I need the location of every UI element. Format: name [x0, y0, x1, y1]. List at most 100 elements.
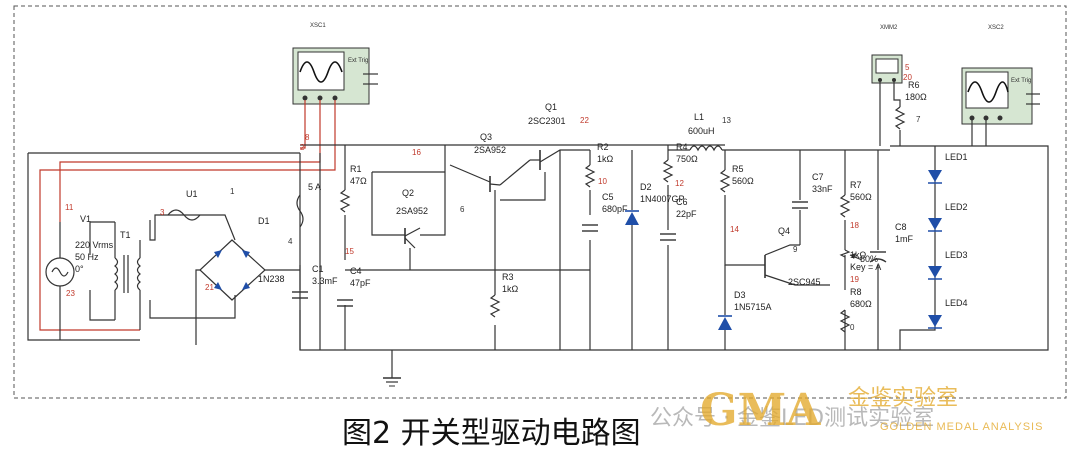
- d1-label: D1: [258, 216, 270, 226]
- q1-label: Q1: [545, 102, 557, 112]
- q2-part: 2SA952: [396, 206, 428, 216]
- c1-value: 3.3mF: [312, 276, 338, 286]
- c8-label: C8: [895, 222, 907, 232]
- zener-d3: D3 1N5715A: [718, 290, 772, 330]
- transistor-q2: Q2 2SA952: [396, 188, 428, 249]
- r3-label: R3: [502, 272, 514, 282]
- node-23: 23: [66, 289, 75, 298]
- c6-value: 22pF: [676, 209, 697, 219]
- oscilloscope-xsc1: XSC1 Ext Trig: [292, 23, 378, 105]
- inductor-l1: L1 600uH: [688, 112, 723, 152]
- node-0: 0: [850, 323, 855, 332]
- schematic-frame: [13, 5, 1067, 399]
- v1-phase: 0°: [75, 264, 84, 274]
- node-13: 13: [722, 116, 731, 125]
- node-11: 11: [65, 203, 74, 212]
- pot-percent: 50%: [860, 254, 878, 264]
- waveform-icon: [299, 61, 343, 83]
- d2-label: D2: [640, 182, 652, 192]
- transistor-q4: Q4 2SC945: [750, 226, 821, 287]
- node-numbers: 8 2 1 4 11 3 23 21 15 16 6 22 10 12 13 1…: [65, 63, 921, 332]
- fuse-rating: 5 A: [308, 182, 321, 192]
- led1-label: LED1: [945, 152, 968, 162]
- c7-value: 33nF: [812, 184, 833, 194]
- multimeter-xmm2: XMM2: [871, 25, 903, 84]
- led4-label: LED4: [945, 298, 968, 308]
- q4-label: Q4: [778, 226, 790, 236]
- capacitor-c7: C7 33nF: [792, 172, 833, 209]
- brand-name-cn: 金鉴实验室: [848, 386, 958, 411]
- node-15: 15: [345, 247, 354, 256]
- node-19: 19: [850, 275, 859, 284]
- ground-symbol: [383, 377, 401, 387]
- node-8: 8: [305, 133, 310, 142]
- v1-label: V1: [80, 214, 91, 224]
- led3-label: LED3: [945, 250, 968, 260]
- l1-value: 600uH: [688, 126, 715, 136]
- c4-value: 47pF: [350, 278, 371, 288]
- r7-value: 560Ω: [850, 192, 872, 202]
- c7-label: C7: [812, 172, 824, 182]
- fuse-5a: 5 A: [296, 182, 321, 228]
- r5-value: 560Ω: [732, 176, 754, 186]
- d2-part: 1N4007GP: [640, 194, 685, 204]
- fuse-u1: U1: [167, 189, 201, 221]
- c1-label: C1: [312, 264, 324, 274]
- c8-value: 1mF: [895, 234, 914, 244]
- node-2: 2: [300, 143, 305, 152]
- transistor-q3: Q3 2SA952: [474, 132, 506, 192]
- node-6: 6: [460, 205, 465, 214]
- node-1: 1: [230, 187, 235, 196]
- q2-label: Q2: [402, 188, 414, 198]
- r2-value: 1kΩ: [597, 154, 614, 164]
- node-18: 18: [850, 221, 859, 230]
- waveform-icon: [967, 81, 1009, 103]
- figure-caption: 图2 开关型驱动电路图: [342, 416, 641, 451]
- led3-icon: [928, 266, 942, 278]
- resistor-r6: R6 180Ω: [894, 80, 927, 130]
- capacitor-c8: C8 1mF: [869, 222, 914, 263]
- capacitor-c5: C5 680pF: [582, 192, 628, 232]
- resistor-r5: R5 560Ω: [719, 164, 754, 193]
- c4-label: C4: [350, 266, 362, 276]
- q1-part: 2SC2301: [528, 116, 566, 126]
- led4-icon: [928, 315, 942, 327]
- u1-label: U1: [186, 189, 198, 199]
- v1-voltage: 220 Vrms: [75, 240, 114, 250]
- watermark-source: 公众号 · 金鉴LED测试实验室: [650, 406, 934, 431]
- bridge-rectifier-d1: D1 1N238: [199, 216, 285, 301]
- r1-label: R1: [350, 164, 362, 174]
- node-20: 20: [903, 73, 912, 82]
- c5-label: C5: [602, 192, 614, 202]
- r2-label: R2: [597, 142, 609, 152]
- resistor-r8: R8 680Ω: [839, 287, 872, 333]
- node-16: 16: [412, 148, 421, 157]
- xsc1-ext-trig: Ext Trig: [348, 58, 368, 64]
- transistor-q1: Q1 2SC2301: [528, 102, 566, 170]
- resistor-r3: R3 1kΩ: [489, 272, 519, 318]
- node-10: 10: [598, 177, 607, 186]
- potentiometer: 1kΩ Key = A 50%: [839, 249, 881, 272]
- node-7: 7: [916, 115, 921, 124]
- q3-part: 2SA952: [474, 145, 506, 155]
- xsc1-label: XSC1: [310, 23, 326, 29]
- r8-value: 680Ω: [850, 299, 872, 309]
- c6-label: C6: [676, 197, 688, 207]
- resistor-r1: R1 47Ω: [339, 164, 367, 213]
- node-9: 9: [793, 245, 798, 254]
- q3-label: Q3: [480, 132, 492, 142]
- capacitor-c4: C4 47pF: [337, 266, 371, 307]
- xsc2-ext-trig: Ext Trig: [1011, 78, 1031, 84]
- diode-d2: D2 1N4007GP: [625, 182, 685, 225]
- led2-label: LED2: [945, 202, 968, 212]
- r3-value: 1kΩ: [502, 284, 519, 294]
- r1-value: 47Ω: [350, 176, 367, 186]
- r7-label: R7: [850, 180, 862, 190]
- resistor-r7: R7 560Ω: [839, 180, 872, 218]
- pot-key: Key = A: [850, 262, 881, 272]
- node-14: 14: [730, 225, 739, 234]
- t1-label: T1: [120, 230, 131, 240]
- v1-frequency: 50 Hz: [75, 252, 99, 262]
- xsc2-label: XSC2: [988, 25, 1004, 31]
- led2-icon: [928, 218, 942, 230]
